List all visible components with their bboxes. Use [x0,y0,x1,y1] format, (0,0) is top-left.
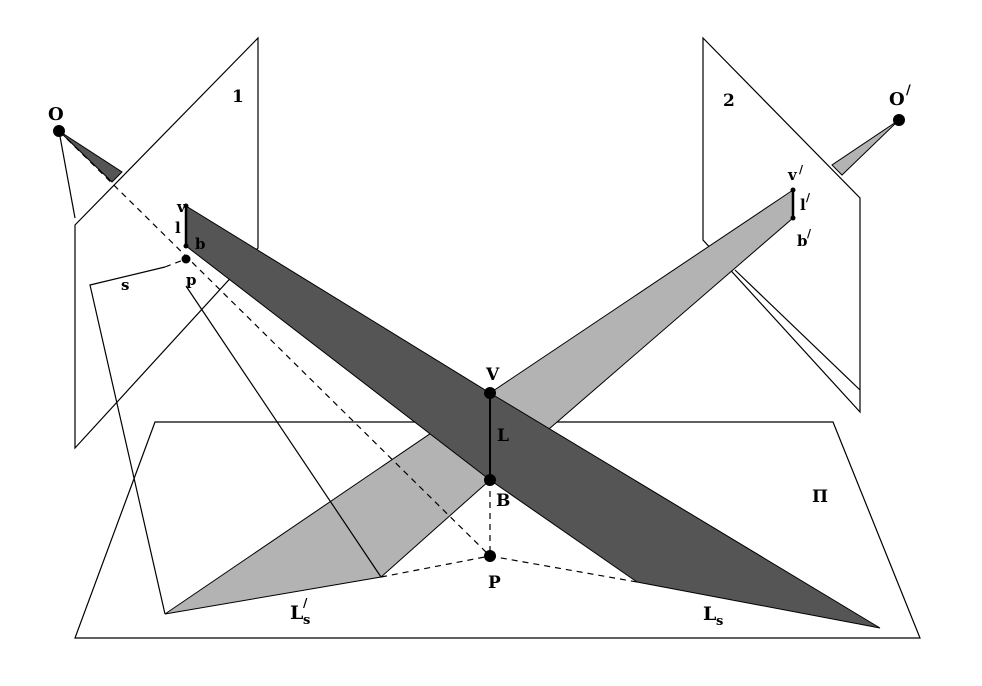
label-b-prime-mark: / [807,227,812,240]
point-v-prime [790,187,796,193]
point-b-prime [790,215,796,221]
label-l-prime-mark: / [806,191,811,204]
label-Pi: Π [812,487,828,507]
point-p [181,254,191,264]
label-plane-1: 1 [232,87,244,107]
dashed-line-s-to-p [164,258,187,268]
point-V [484,387,496,399]
label-Ls-sub: s [716,614,723,629]
dashed-ray-o-to-p [58,130,491,557]
point-v [183,203,189,209]
label-b-prime: b [797,232,808,250]
label-plane-2: 2 [723,91,735,111]
camera-1-ray-left [58,130,76,219]
camera-2-wedge [831,119,900,176]
label-P: P [488,573,501,593]
label-b: b [195,235,206,253]
plane-2-inner-edge [734,269,861,391]
label-v: v [176,198,187,216]
ground-plane [74,421,921,639]
shadow-boundary-s [89,266,166,615]
dashed-line-p-to-ls [489,555,638,583]
label-p: p [186,271,197,289]
label-l: l [175,219,181,237]
plane-1-inner-edge [185,285,382,578]
label-s: s [121,276,129,294]
point-B [484,474,496,486]
label-L: L [497,426,509,446]
point-O-prime [893,114,905,126]
point-P [484,550,496,562]
point-O [53,125,65,137]
label-Ls: L [703,603,716,625]
label-O: O [48,104,64,125]
ray-plane-camera-1 [185,205,491,482]
label-Ls-prime-sub: s [303,613,310,628]
label-v-prime: v [787,166,798,184]
label-O-prime: O [889,89,905,110]
dashed-line-p-to-ls-prime [380,555,491,578]
camera-1-wedge [58,130,123,183]
image-plane-2 [702,36,861,414]
label-l-prime: l [800,196,806,214]
label-Ls-prime: L [290,602,303,624]
label-V: V [485,365,500,385]
label-B: B [496,491,510,511]
shadow-region-ls [489,392,881,629]
label-Ls-prime-mark: / [303,596,308,610]
point-b [183,243,189,249]
image-plane-1 [74,36,259,450]
label-O-prime-mark: / [906,83,911,98]
label-v-prime-mark: / [799,163,804,176]
